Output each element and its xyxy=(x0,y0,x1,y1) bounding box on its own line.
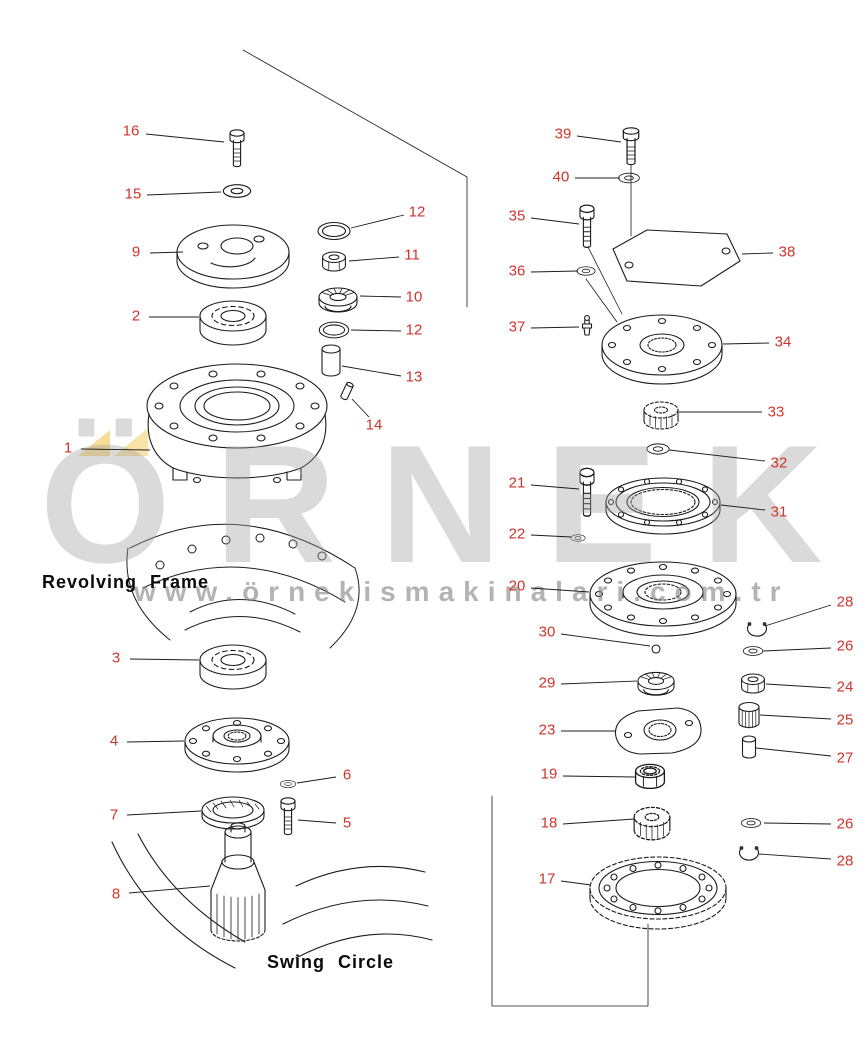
leader-line-36 xyxy=(530,270,579,273)
part-ring-7 xyxy=(201,796,265,830)
part-ball-30 xyxy=(651,644,661,654)
leader-line-13 xyxy=(341,365,402,377)
swing-circle-art xyxy=(111,833,433,969)
part-nut-19 xyxy=(634,763,666,790)
leader-line-4 xyxy=(126,740,185,743)
leader-line-28 xyxy=(764,604,832,627)
leader-line-20 xyxy=(530,587,590,593)
leader-line-10 xyxy=(359,295,402,298)
leader-line-18 xyxy=(562,818,635,825)
part-flange-4 xyxy=(184,717,290,773)
part-plate-38 xyxy=(612,229,741,287)
leader-line-37 xyxy=(530,326,580,329)
leader-line-1 xyxy=(80,448,151,451)
leader-line-5 xyxy=(297,819,337,824)
leader-line-25 xyxy=(759,714,832,720)
leader-line-12 xyxy=(350,214,405,229)
leader-line-32 xyxy=(668,449,766,462)
leader-line-6 xyxy=(296,776,337,784)
leader-line-28 xyxy=(758,853,832,860)
part-ring-gear-17 xyxy=(589,856,727,930)
leader-line-39 xyxy=(576,135,622,143)
leader-line-9 xyxy=(149,251,184,254)
part-case-34 xyxy=(601,314,723,385)
leader-line-29 xyxy=(560,680,638,685)
revolving-frame-art xyxy=(126,523,360,649)
leader-line-21 xyxy=(530,484,580,490)
construction-lines xyxy=(242,49,649,1007)
leader-line-14 xyxy=(351,398,370,418)
leader-line-3 xyxy=(129,658,200,661)
part-case-1 xyxy=(146,363,328,484)
leader-line-22 xyxy=(530,534,572,538)
leader-line-15 xyxy=(146,191,222,196)
leader-line-8 xyxy=(128,885,211,894)
leader-line-35 xyxy=(530,217,580,225)
leader-line-38 xyxy=(741,252,774,255)
part-plate-23 xyxy=(614,707,702,755)
leader-line-31 xyxy=(720,504,766,511)
part-pin-14 xyxy=(340,381,354,401)
leader-line-26 xyxy=(763,822,832,825)
leader-line-26 xyxy=(762,647,832,652)
leader-line-27 xyxy=(755,747,832,757)
leader-line-16 xyxy=(145,133,225,143)
leader-line-11 xyxy=(348,256,400,262)
part-race-31 xyxy=(605,477,721,535)
leader-line-19 xyxy=(562,775,636,778)
leader-line-12 xyxy=(350,329,402,332)
leader-line-17 xyxy=(560,880,592,886)
part-grease-fitting-37 xyxy=(581,315,593,336)
leader-line-7 xyxy=(126,810,202,816)
part-flange-20 xyxy=(589,561,737,637)
leader-line-30 xyxy=(560,633,651,647)
part-shaft-8 xyxy=(210,822,266,942)
leader-line-24 xyxy=(765,683,832,689)
leader-line-34 xyxy=(722,342,770,345)
